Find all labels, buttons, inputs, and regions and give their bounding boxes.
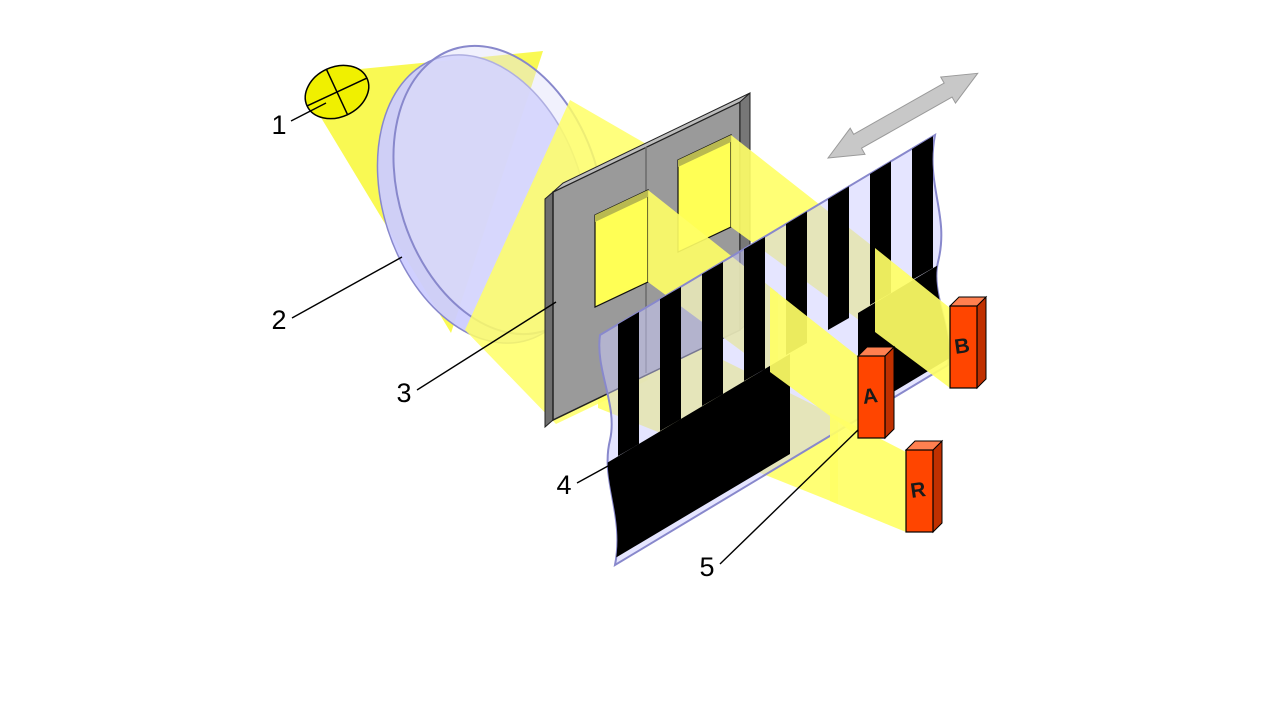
detector-r-face	[905, 449, 934, 533]
scale-stripe	[618, 312, 639, 456]
detector-a: A	[856, 345, 896, 440]
leader-line-2	[291, 256, 403, 319]
beam-b-transmitted	[875, 248, 950, 388]
scale-stripe	[660, 287, 681, 431]
leader-line-1	[290, 102, 327, 122]
leader-line-5	[719, 429, 859, 565]
detector-b-label: B	[953, 334, 971, 359]
lamp-cross-icon	[325, 69, 349, 115]
leader-line-4	[576, 465, 609, 484]
beam-a-transmitted	[770, 287, 860, 438]
detector-b-side	[976, 295, 987, 390]
label-4-scale: 4	[556, 470, 571, 500]
beam-r-transmitted	[830, 413, 906, 532]
label-2-lens: 2	[271, 305, 286, 335]
mask-window-a-inner-edge	[595, 190, 648, 222]
detector-r-label: R	[909, 478, 927, 503]
detector-b-face	[949, 305, 978, 389]
detector-b: B	[948, 295, 988, 390]
scale-stripe	[702, 262, 723, 406]
scale-stripe	[828, 186, 849, 330]
detector-a-face	[857, 355, 886, 439]
scale-reference-track	[599, 354, 790, 565]
motion-arrow-icon	[826, 72, 979, 159]
label-1-light-source: 1	[271, 110, 286, 140]
mask-window-b-inner-edge	[678, 135, 731, 167]
scale-stripe	[912, 136, 933, 280]
label-5-detectors: 5	[699, 552, 714, 582]
scale-stripe	[744, 237, 765, 381]
label-3-mask: 3	[396, 378, 411, 408]
mask-left-edge	[544, 190, 554, 429]
detector-r: R	[904, 439, 944, 534]
detector-a-label: A	[861, 384, 879, 409]
leader-line-3	[416, 301, 557, 391]
detector-a-side	[884, 345, 895, 440]
detector-r-side	[932, 439, 943, 534]
